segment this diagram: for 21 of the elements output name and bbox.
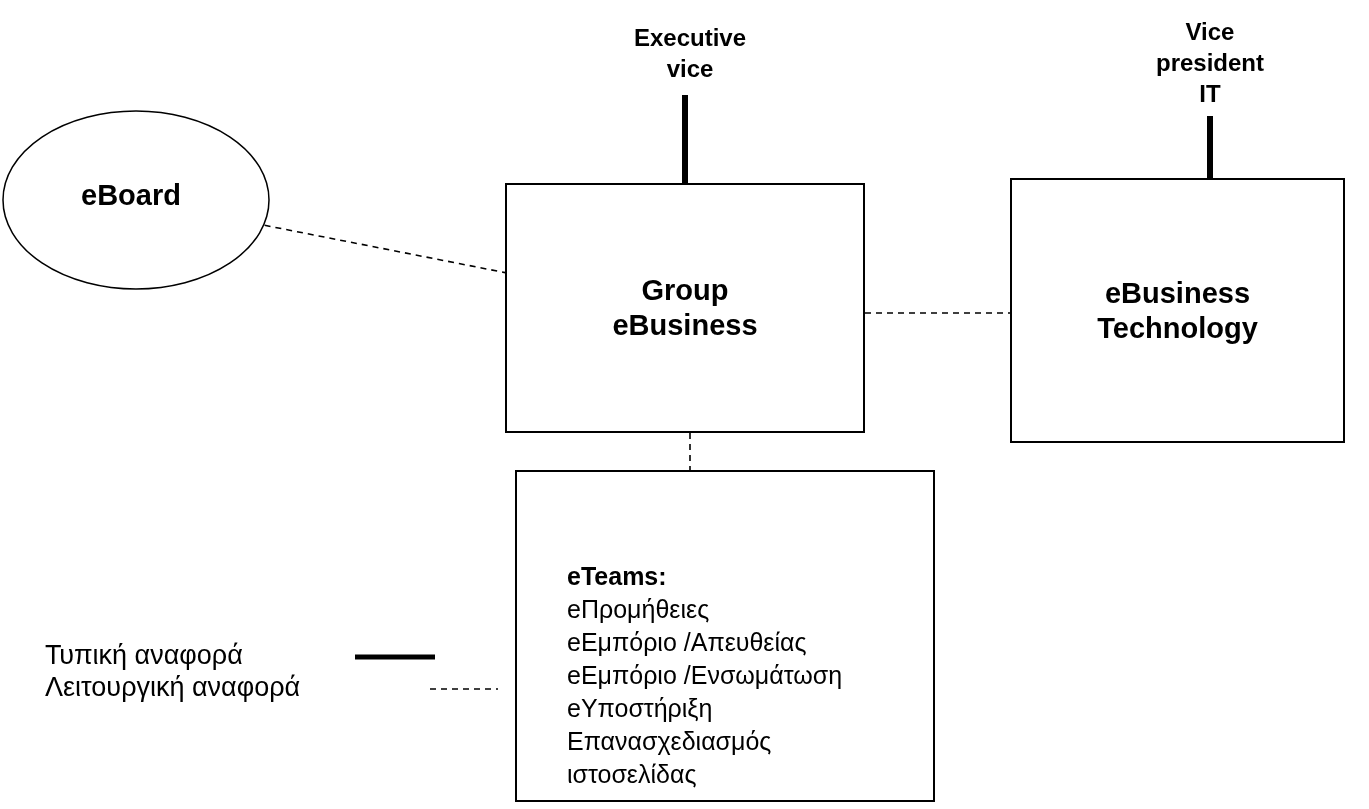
- legend-label: Λειτουργική αναφορά: [45, 672, 301, 703]
- node-label: Vice president IT: [1155, 16, 1265, 109]
- list-item: eΕμπόριο /Ενσωμάτωση: [567, 660, 843, 691]
- solid-connector: [1207, 116, 1213, 178]
- dashed-connector: [263, 224, 506, 274]
- dashed-connector: [689, 432, 691, 471]
- solid-connector: [682, 95, 688, 183]
- process-box: [1010, 178, 1345, 443]
- node-label: Group eBusiness: [611, 273, 759, 343]
- list-box: [515, 470, 935, 802]
- node-label: Executive vice: [632, 22, 748, 84]
- node-label: eBusiness Technology: [1096, 275, 1259, 346]
- list-item: eΥποστήριξη: [567, 693, 713, 724]
- dashed-connector: [864, 312, 1011, 314]
- list-item: eΠρομήθειες: [567, 594, 710, 625]
- node-label: eBoard: [81, 177, 181, 213]
- legend-label: Τυπική αναφορά: [45, 640, 243, 671]
- list-item: eΕμπόριο /Απευθείας: [567, 627, 807, 658]
- list-heading: eTeams:: [567, 561, 667, 592]
- list-item: Επανασχεδιασμός ιστοσελίδας: [567, 726, 773, 790]
- process-box: [505, 183, 865, 433]
